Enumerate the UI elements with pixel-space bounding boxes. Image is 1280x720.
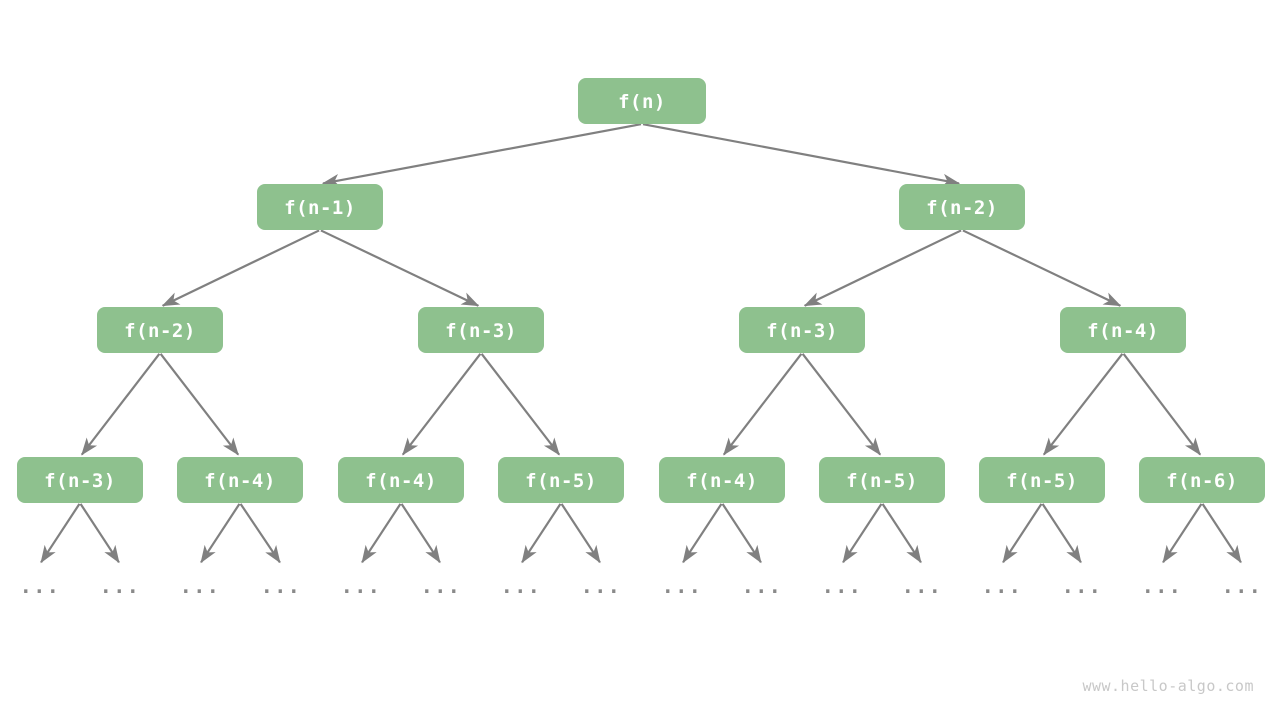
tree-edge-to-ellipsis — [1162, 503, 1203, 564]
tree-node-label: f(n-5) — [525, 470, 597, 492]
tree-edge-to-ellipsis — [521, 503, 562, 564]
tree-edge-to-ellipsis — [560, 503, 601, 564]
tree-node-box — [257, 184, 383, 230]
tree-node-label: f(n-2) — [926, 197, 998, 219]
ellipsis-label: ... — [261, 574, 302, 598]
tree-edge — [1122, 353, 1202, 456]
tree-edge — [642, 123, 961, 187]
tree-node[interactable]: f(n-3) — [17, 457, 143, 503]
tree-node[interactable]: f(n-3) — [418, 307, 544, 353]
tree-edge-to-ellipsis — [400, 503, 441, 564]
tree-edge-to-ellipsis — [682, 503, 723, 564]
tree-node-box — [1139, 457, 1265, 503]
ellipsis-arrows-layer — [40, 503, 1242, 564]
tree-edge-to-ellipsis — [842, 503, 883, 564]
tree-node-box — [338, 457, 464, 503]
tree-edge-to-ellipsis — [1201, 503, 1242, 564]
tree-edge — [480, 353, 561, 456]
tree-node[interactable]: f(n-6) — [1139, 457, 1265, 503]
tree-node[interactable]: f(n-5) — [819, 457, 945, 503]
tree-edge — [801, 353, 882, 456]
tree-node-box — [97, 307, 223, 353]
ellipsis-label: ... — [902, 574, 943, 598]
tree-edge — [1042, 353, 1124, 456]
tree-edge — [401, 353, 482, 456]
tree-node-label: f(n-5) — [846, 470, 918, 492]
tree-node-label: f(n) — [618, 91, 666, 113]
tree-node-label: f(n-1) — [284, 197, 356, 219]
tree-edge-to-ellipsis — [200, 503, 241, 564]
tree-node-box — [819, 457, 945, 503]
tree-node-label: f(n-3) — [445, 320, 517, 342]
tree-node-box — [578, 78, 706, 124]
tree-node-box — [17, 457, 143, 503]
tree-edge-to-ellipsis — [1041, 503, 1082, 564]
tree-edge — [159, 353, 240, 456]
ellipsis-label: ... — [1062, 574, 1103, 598]
ellipsis-label: ... — [822, 574, 863, 598]
tree-node-label: f(n-6) — [1166, 470, 1238, 492]
ellipsis-label: ... — [1222, 574, 1263, 598]
tree-edge-to-ellipsis — [881, 503, 922, 564]
tree-node[interactable]: f(n) — [578, 78, 706, 124]
ellipsis-label: ... — [742, 574, 783, 598]
tree-node-label: f(n-3) — [766, 320, 838, 342]
tree-node[interactable]: f(n-4) — [177, 457, 303, 503]
ellipsis-label: ... — [341, 574, 382, 598]
ellipsis-label: ... — [982, 574, 1023, 598]
ellipsis-label: ... — [581, 574, 622, 598]
tree-node-box — [739, 307, 865, 353]
tree-edge — [80, 353, 161, 456]
tree-node[interactable]: f(n-5) — [498, 457, 624, 503]
tree-edge — [320, 229, 480, 307]
tree-node-label: f(n-4) — [686, 470, 758, 492]
tree-node[interactable]: f(n-4) — [659, 457, 785, 503]
tree-node[interactable]: f(n-3) — [739, 307, 865, 353]
ellipsis-layer: ........................................… — [20, 574, 1263, 598]
ellipsis-label: ... — [662, 574, 703, 598]
tree-edge-to-ellipsis — [239, 503, 281, 564]
tree-node[interactable]: f(n-2) — [97, 307, 223, 353]
tree-edge-to-ellipsis — [361, 503, 402, 564]
tree-edge — [962, 229, 1122, 307]
tree-edge-to-ellipsis — [721, 503, 762, 564]
ellipsis-label: ... — [501, 574, 542, 598]
tree-node-label: f(n-3) — [44, 470, 116, 492]
tree-node-label: f(n-4) — [204, 470, 276, 492]
tree-node[interactable]: f(n-4) — [338, 457, 464, 503]
ellipsis-label: ... — [100, 574, 141, 598]
watermark-label: www.hello-algo.com — [1082, 677, 1254, 695]
tree-node-label: f(n-4) — [1087, 320, 1159, 342]
tree-node-box — [979, 457, 1105, 503]
nodes-layer: f(n) f(n-1) f(n-2) f(n-2) f(n-3) f(n-3) f(n-4)… — [17, 78, 1265, 503]
tree-node-label: f(n-5) — [1006, 470, 1078, 492]
tree-edge — [161, 229, 320, 307]
ellipsis-label: ... — [180, 574, 221, 598]
tree-edge — [321, 123, 642, 187]
tree-node-label: f(n-2) — [124, 320, 196, 342]
tree-edge-to-ellipsis — [1002, 503, 1043, 564]
tree-node-label: f(n-4) — [365, 470, 437, 492]
ellipsis-label: ... — [1142, 574, 1183, 598]
ellipsis-label: ... — [421, 574, 462, 598]
tree-node-box — [498, 457, 624, 503]
tree-edge — [722, 353, 803, 456]
tree-node[interactable]: f(n-5) — [979, 457, 1105, 503]
tree-edge — [803, 229, 962, 307]
tree-node-box — [418, 307, 544, 353]
tree-edge-to-ellipsis — [40, 503, 81, 564]
edges-layer — [80, 123, 1202, 456]
tree-node[interactable]: f(n-2) — [899, 184, 1025, 230]
tree-node-box — [1060, 307, 1186, 353]
tree-edge-to-ellipsis — [79, 503, 120, 564]
tree-node[interactable]: f(n-4) — [1060, 307, 1186, 353]
tree-node[interactable]: f(n-1) — [257, 184, 383, 230]
tree-node-box — [899, 184, 1025, 230]
tree-node-box — [659, 457, 785, 503]
tree-node-box — [177, 457, 303, 503]
ellipsis-label: ... — [20, 574, 61, 598]
